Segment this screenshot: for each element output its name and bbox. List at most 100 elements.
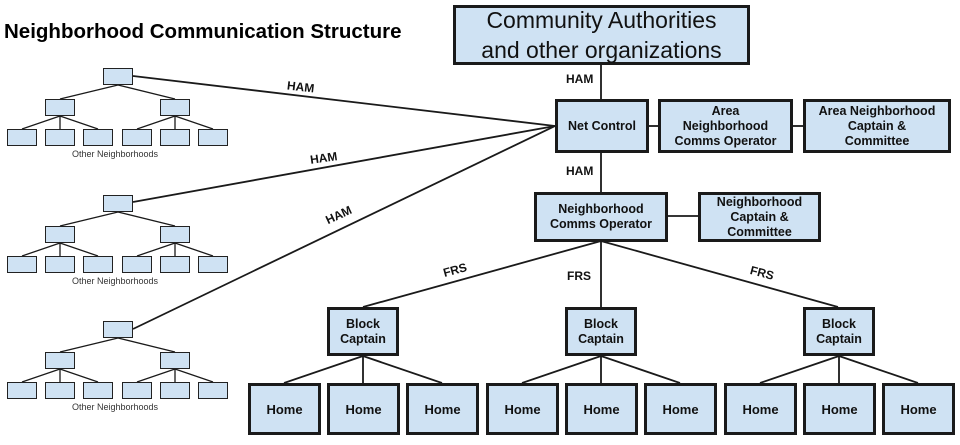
net-control-label: Net Control [567,118,637,133]
home-node: Home [486,383,559,435]
home-label: Home [583,401,620,417]
area-comms-operator-label: Area Neighborhood Comms Operator [674,103,777,148]
neighborhood-captain-committee-label: Neighborhood Captain & Committee [716,194,803,239]
other-neighborhoods-label: Other Neighborhoods [72,149,159,159]
other-neighborhood-node [198,129,228,146]
home-node: Home [565,383,638,435]
other-neighborhood-node [122,256,152,273]
line-frs-3 [600,240,839,308]
line-other-neighborhood [117,84,176,100]
community-authorities-label: Community Authorities and other organiza… [481,7,722,63]
line-captain-home [283,355,364,384]
home-label: Home [424,401,461,417]
line-other-neighborhood [59,115,99,130]
line-other-neighborhood [59,84,119,100]
home-node: Home [248,383,321,435]
other-neighborhood-node [160,226,190,243]
neighborhood-comms-operator-node: Neighborhood Comms Operator [534,192,668,242]
home-label: Home [900,401,937,417]
frs-label-2: FRS [567,269,591,283]
page-title: Neighborhood Communication Structure [4,20,402,43]
area-captain-committee-label: Area Neighborhood Captain & Committee [818,103,936,148]
home-label: Home [504,401,541,417]
line-other-neighborhood [59,337,119,353]
line-other-neighborhood [136,368,176,383]
other-neighborhood-node [103,195,133,212]
other-neighborhood-node [45,256,75,273]
other-neighborhood-node [160,129,190,146]
other-neighborhood-node [198,256,228,273]
neighborhood-comms-operator-label: Neighborhood Comms Operator [549,202,653,231]
ham-label-community: HAM [566,72,594,86]
other-neighborhood-node [160,256,190,273]
home-node: Home [882,383,955,435]
other-neighborhood-node [7,256,37,273]
area-captain-committee-node: Area Neighborhood Captain & Committee [803,99,951,153]
line-captain-home [838,355,919,384]
other-neighborhood-node [45,129,75,146]
other-neighborhood-node [103,321,133,338]
other-neighborhoods-label: Other Neighborhoods [72,402,159,412]
other-neighborhood-node [7,129,37,146]
other-neighborhood-node [122,129,152,146]
other-neighborhood-node [45,226,75,243]
line-other-neighborhood [136,242,176,257]
other-neighborhood-node [160,382,190,399]
home-label: Home [821,401,858,417]
line-other-neighborhood [136,115,176,130]
line-other-neighborhood [117,337,176,353]
other-neighborhood-node [122,382,152,399]
other-neighborhood-node [83,256,113,273]
other-neighborhoods-label: Other Neighborhoods [72,276,159,286]
ham-label-neighborhood: HAM [566,164,594,178]
other-neighborhood-node [45,352,75,369]
line-other-neighborhood [174,242,214,257]
block-captain-node: Block Captain [565,307,637,356]
line-other-neighborhood [21,242,61,257]
other-neighborhood-node [45,99,75,116]
home-node: Home [803,383,876,435]
other-neighborhood-node [45,382,75,399]
other-neighborhood-node [83,129,113,146]
other-neighborhood-node [103,68,133,85]
line-ham-other-2 [132,125,556,203]
home-label: Home [742,401,779,417]
area-comms-operator-node: Area Neighborhood Comms Operator [658,99,793,153]
line-other-neighborhood [59,211,119,227]
block-captain-node: Block Captain [327,307,399,356]
other-neighborhood-node [160,99,190,116]
net-control-node: Net Control [555,99,649,153]
home-node: Home [327,383,400,435]
line-other-neighborhood [117,211,176,227]
line-captain-home [600,355,681,384]
home-label: Home [662,401,699,417]
line-other-neighborhood [174,368,214,383]
line-other-neighborhood [21,368,61,383]
line-other-neighborhood [59,242,99,257]
line-captain-home [759,355,840,384]
line-ham-other-1 [132,75,556,127]
ham-label-other-1: HAM [286,78,316,96]
block-captain-label: Block Captain [816,316,862,346]
line-captain-home [362,355,443,384]
home-node: Home [724,383,797,435]
block-captain-node: Block Captain [803,307,875,356]
other-neighborhood-node [198,382,228,399]
other-neighborhood-node [160,352,190,369]
home-node: Home [406,383,479,435]
line-frs-1 [362,240,602,308]
line-other-neighborhood [174,115,214,130]
other-neighborhood-node [7,382,37,399]
line-ham-other-3 [132,125,556,330]
line-captain-home [521,355,602,384]
line-other-neighborhood [59,368,99,383]
block-captain-label: Block Captain [340,316,386,346]
neighborhood-captain-committee-node: Neighborhood Captain & Committee [698,192,821,242]
home-node: Home [644,383,717,435]
home-label: Home [345,401,382,417]
home-label: Home [266,401,303,417]
community-authorities-node: Community Authorities and other organiza… [453,5,750,65]
line-other-neighborhood [21,115,61,130]
other-neighborhood-node [83,382,113,399]
